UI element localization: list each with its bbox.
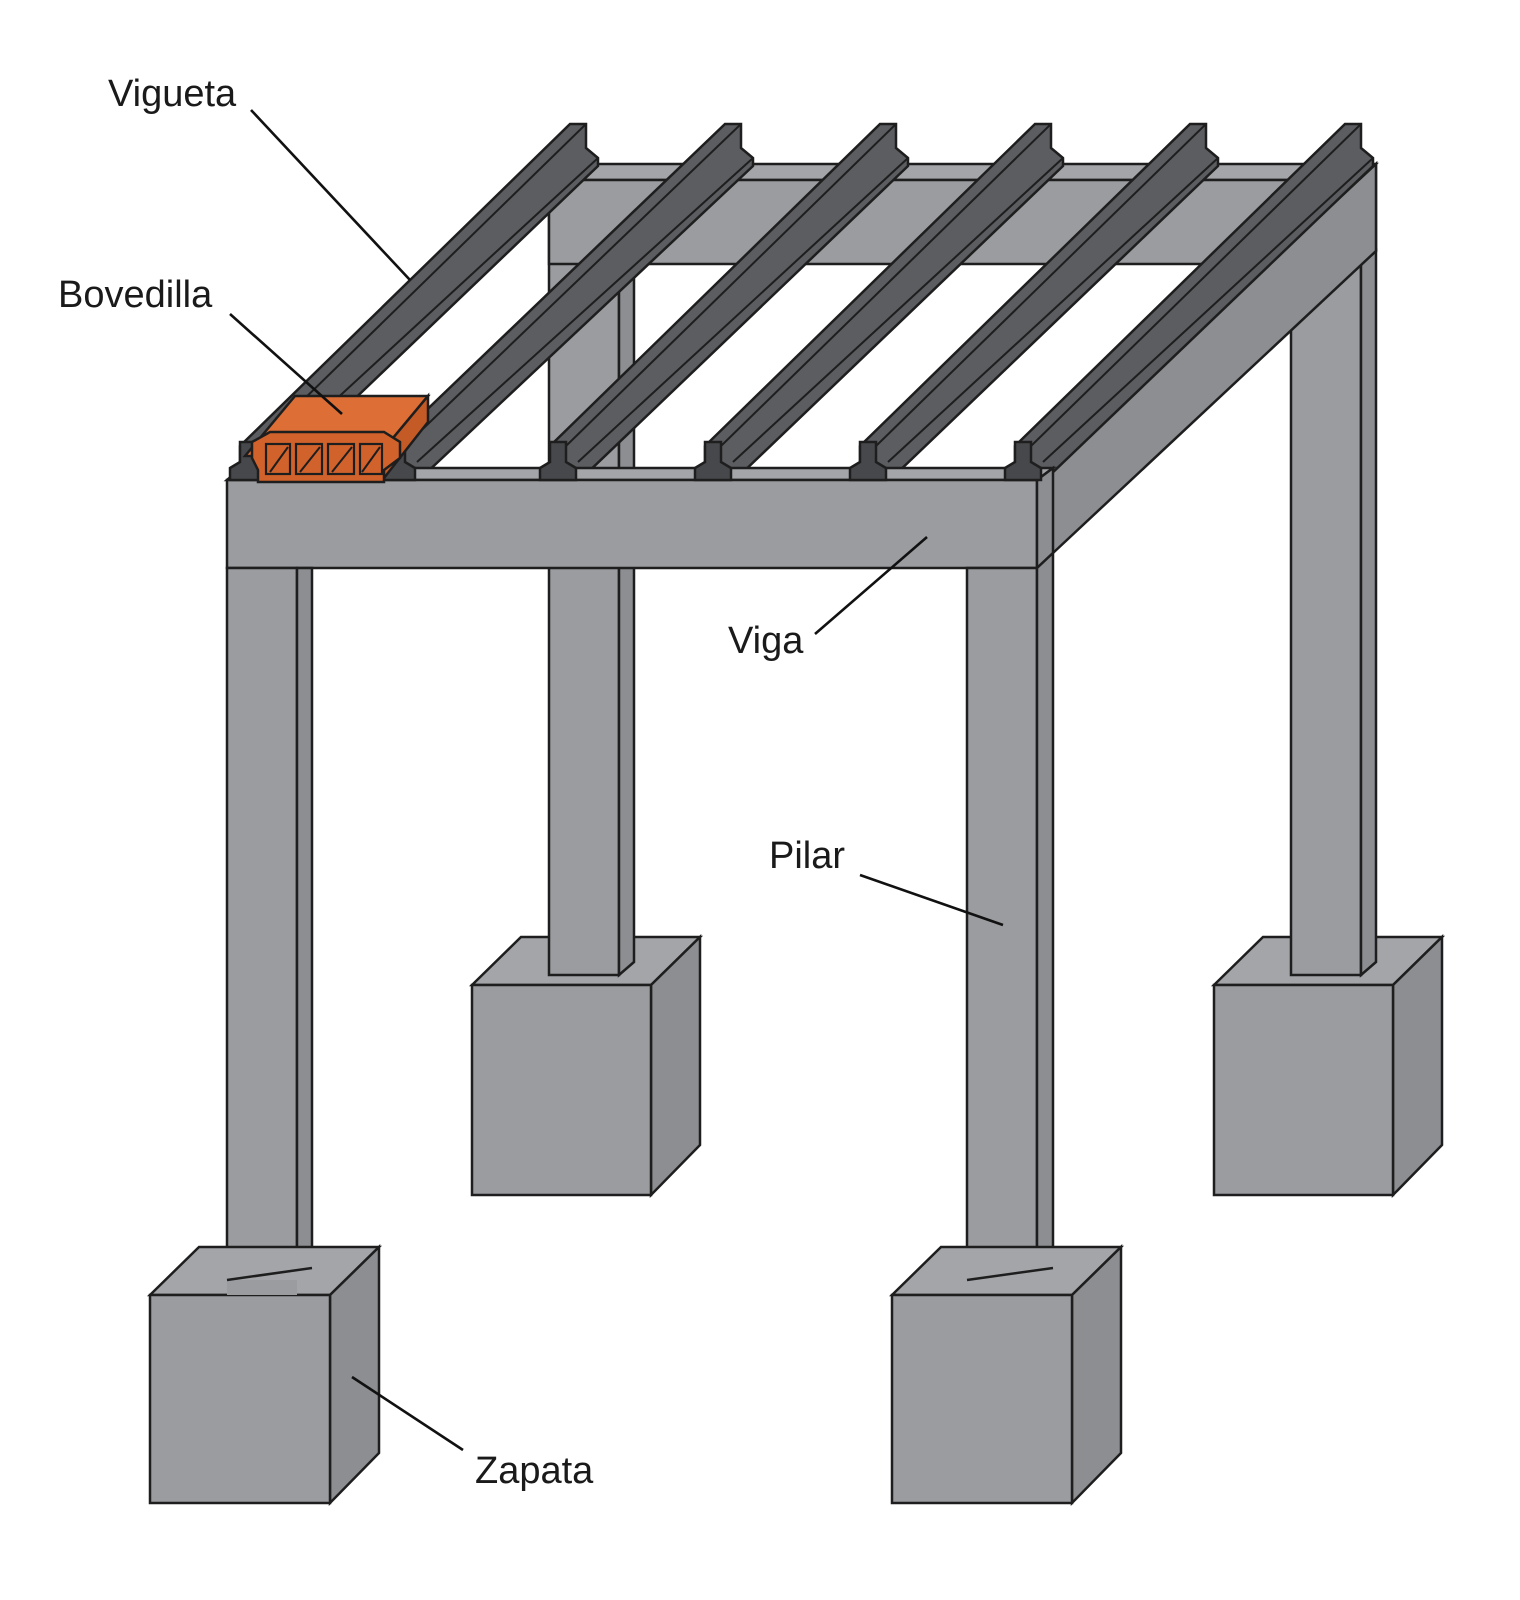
leader-pilar <box>859 873 1004 927</box>
label-zapata: Zapata <box>475 1450 594 1492</box>
leader-zapata <box>351 1375 464 1452</box>
joist-5 <box>858 122 1220 478</box>
joist-foot-4 <box>693 440 733 482</box>
joist-ridge <box>565 123 897 447</box>
pillar-front-left-base <box>226 1266 313 1282</box>
leader-vigueta <box>250 109 411 281</box>
pillar-back-right <box>1289 248 1378 978</box>
joist-ridge <box>404 123 742 447</box>
joist-step <box>416 157 754 463</box>
pillar-front-right-base <box>966 1266 1054 1282</box>
label-bovedilla: Bovedilla <box>58 274 213 316</box>
footing-back-left <box>468 934 704 1199</box>
joist-step <box>1042 157 1374 463</box>
label-pilar: Pilar <box>769 835 845 877</box>
bovedilla-block <box>242 392 431 484</box>
leader-viga <box>814 536 928 635</box>
label-vigueta: Vigueta <box>108 73 237 115</box>
joist-foot-5 <box>848 440 888 482</box>
beam-front <box>223 465 1057 571</box>
pillar-front-left <box>225 566 314 1283</box>
joist-step <box>732 157 1064 463</box>
footing-back-right <box>1210 934 1446 1199</box>
joist-step <box>577 157 909 463</box>
joist-foot-3 <box>538 440 578 482</box>
footing-front-right <box>888 1244 1125 1507</box>
joist-step <box>887 157 1219 463</box>
joist-ridge <box>720 123 1052 447</box>
footing-front-left <box>146 1244 383 1507</box>
joist-foot-6 <box>1003 440 1043 482</box>
label-viga: Viga <box>728 620 804 662</box>
leader-bovedilla <box>229 313 343 415</box>
joist-ridge <box>1030 123 1362 447</box>
joist-2 <box>387 122 755 478</box>
joist-ridge <box>255 123 587 447</box>
joists-group <box>238 122 1375 478</box>
joist-ridge <box>875 123 1207 447</box>
